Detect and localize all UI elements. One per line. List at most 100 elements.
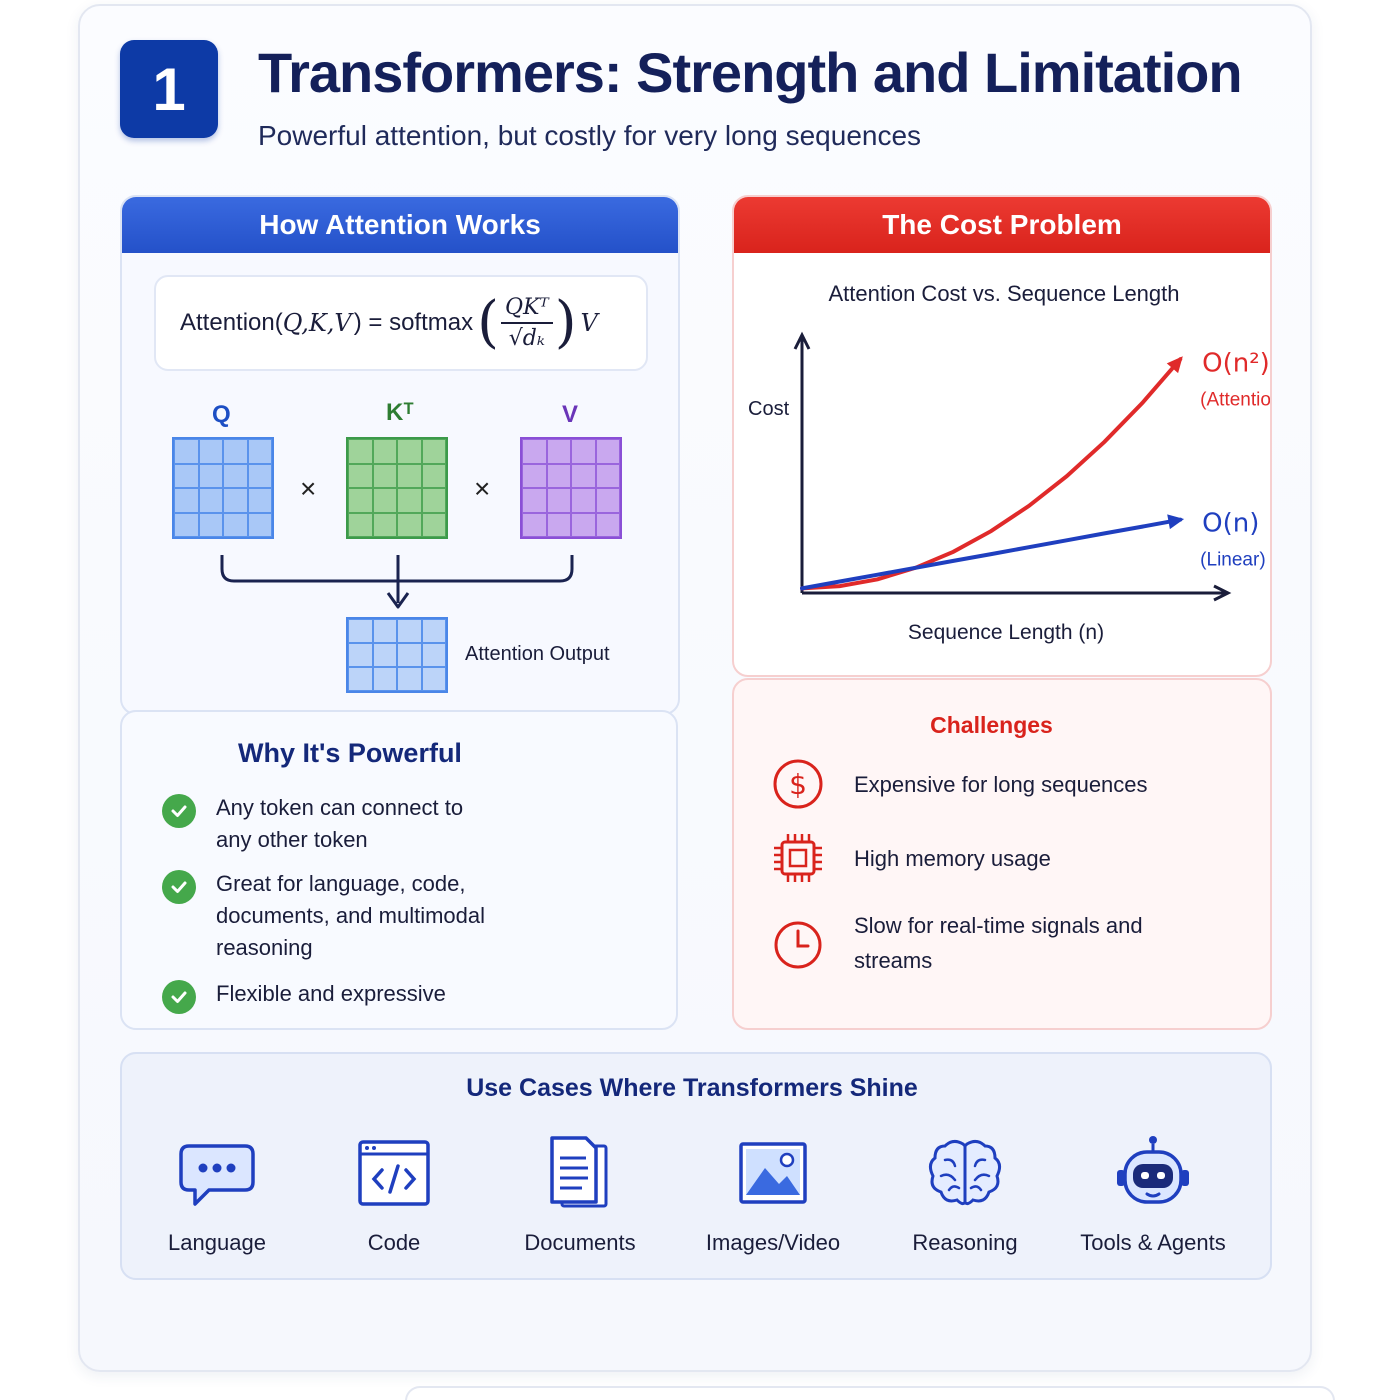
matrix-cell bbox=[421, 667, 446, 691]
matrix-cell bbox=[348, 439, 373, 464]
brain-icon bbox=[928, 1139, 1002, 1206]
matrix-cell bbox=[247, 439, 272, 464]
matrix-cell bbox=[348, 619, 373, 643]
matrix-cell bbox=[247, 463, 272, 488]
attention-panel-heading: How Attention Works bbox=[122, 197, 678, 253]
challenges-title: Challenges bbox=[930, 712, 1053, 738]
series-sublabel: (Linear) bbox=[1200, 550, 1265, 571]
matrix-cell bbox=[348, 488, 373, 513]
why-item: Any token can connect to any other token bbox=[162, 792, 476, 856]
series-label: O(n) bbox=[1202, 509, 1259, 539]
matrix-cell bbox=[372, 512, 397, 537]
use-case-label: Code bbox=[367, 1230, 421, 1255]
formula-lhs: Attention( bbox=[180, 309, 283, 336]
matrix-cell bbox=[397, 439, 422, 464]
matrix-cell bbox=[571, 512, 596, 537]
challenge-text: Expensive for long sequences bbox=[854, 771, 1148, 797]
use-case-label: Images/Video bbox=[705, 1230, 841, 1255]
formula-numerator: QKᵀ bbox=[500, 295, 553, 324]
matrix-cell bbox=[421, 439, 446, 464]
step-number-badge: 1 bbox=[120, 40, 218, 138]
matrix-cell bbox=[571, 488, 596, 513]
matrix-cell bbox=[348, 667, 373, 691]
clock-icon bbox=[774, 921, 822, 969]
series-line bbox=[800, 517, 1183, 591]
matrix-cell bbox=[372, 463, 397, 488]
formula-open-paren: ( bbox=[477, 290, 499, 355]
image-icon bbox=[739, 1142, 807, 1204]
matrix-cell bbox=[372, 439, 397, 464]
matrix-cell bbox=[397, 667, 422, 691]
challenge-text: Slow for real-time signals and streams bbox=[854, 913, 1143, 973]
matrix-cell bbox=[546, 488, 571, 513]
use-case-item: Language bbox=[132, 1132, 302, 1256]
matrix-cell bbox=[421, 488, 446, 513]
use-case-label: Documents bbox=[524, 1230, 636, 1255]
why-item: Flexible and expressive bbox=[162, 978, 516, 1014]
cost-panel: The Cost Problem Attention Cost vs. Sequ… bbox=[732, 195, 1272, 677]
x-axis-label: Sequence Length (n) bbox=[908, 621, 1104, 644]
formula-args: Q,K,V bbox=[282, 309, 352, 337]
matrix-cell bbox=[522, 512, 547, 537]
series-sublabel: (Attention) bbox=[1200, 389, 1272, 410]
memory-chip-icon bbox=[774, 834, 822, 882]
attention-panel: How Attention Works Attention( Q,K,V ) =… bbox=[120, 195, 680, 715]
matrix-cell bbox=[223, 512, 248, 537]
matrix-cell bbox=[223, 488, 248, 513]
matrix-cell bbox=[595, 488, 620, 513]
matrix-cell bbox=[571, 463, 596, 488]
matrix-cell bbox=[421, 643, 446, 667]
check-icon bbox=[162, 794, 196, 828]
matrix-cell bbox=[174, 463, 199, 488]
matrix-cell bbox=[546, 439, 571, 464]
q-matrix-label: Q bbox=[212, 401, 231, 428]
use-case-item: Tools & Agents bbox=[1068, 1132, 1238, 1256]
formula-denominator: √dₖ bbox=[508, 326, 545, 351]
matrix-cell bbox=[397, 619, 422, 643]
robot-icon bbox=[1117, 1136, 1189, 1204]
formula-tail: V bbox=[580, 309, 598, 337]
series-label: O(n²) bbox=[1202, 348, 1270, 378]
why-item-text: Flexible and expressive bbox=[216, 981, 446, 1006]
matrix-cell bbox=[372, 488, 397, 513]
matrix-cell bbox=[348, 463, 373, 488]
why-item: Great for language, code, documents, and… bbox=[162, 868, 501, 964]
q-matrix bbox=[172, 437, 274, 539]
matrix-cell bbox=[372, 667, 397, 691]
matrix-cell bbox=[546, 512, 571, 537]
chat-bubble-icon bbox=[179, 1144, 255, 1206]
use-case-item: Code bbox=[309, 1132, 479, 1256]
matrix-cell bbox=[522, 439, 547, 464]
matrix-cell bbox=[421, 512, 446, 537]
series-line bbox=[800, 357, 1183, 591]
use-cases-title: Use Cases Where Transformers Shine bbox=[466, 1074, 918, 1102]
matrix-cell bbox=[522, 488, 547, 513]
challenge-item: $ Expensive for long sequences bbox=[770, 756, 1194, 812]
formula-fraction: QKᵀ √dₖ bbox=[500, 295, 553, 351]
matrix-cell bbox=[546, 463, 571, 488]
formula-eq: ) = softmax bbox=[353, 309, 474, 336]
matrix-cell bbox=[397, 643, 422, 667]
matrix-cell bbox=[174, 488, 199, 513]
why-item-text: Any token can connect to any other token bbox=[216, 795, 464, 852]
chart-title: Attention Cost vs. Sequence Length bbox=[828, 281, 1180, 306]
series-arrowhead bbox=[1166, 356, 1183, 374]
cost-panel-heading: The Cost Problem bbox=[734, 197, 1270, 253]
y-axis-label: Cost bbox=[748, 398, 790, 420]
use-cases-panel: Use Cases Where Transformers Shine Langu… bbox=[120, 1052, 1272, 1280]
matrix-cell bbox=[198, 512, 223, 537]
matrix-cell bbox=[348, 512, 373, 537]
matrix-cell bbox=[223, 463, 248, 488]
matrix-cell bbox=[247, 512, 272, 537]
matrix-cell bbox=[247, 488, 272, 513]
k-transpose-matrix bbox=[346, 437, 448, 539]
matrix-cell bbox=[595, 439, 620, 464]
challenge-item: Slow for real-time signals and streams bbox=[770, 908, 1154, 978]
y-axis-arrow bbox=[793, 331, 811, 350]
use-case-item: Documents bbox=[495, 1132, 665, 1256]
matrix-cell bbox=[421, 463, 446, 488]
x-axis-arrow bbox=[1213, 584, 1232, 602]
matrix-cell bbox=[522, 463, 547, 488]
matrix-cell bbox=[397, 463, 422, 488]
